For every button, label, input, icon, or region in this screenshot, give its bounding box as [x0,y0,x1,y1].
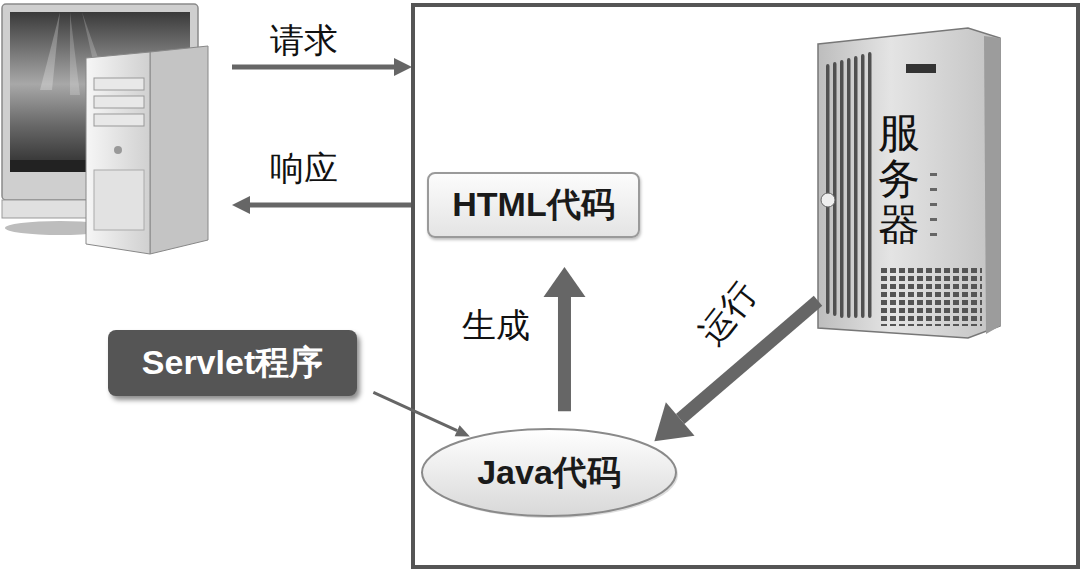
server-node: 服务器 [818,28,1000,338]
program-box: Servlet程序 [108,330,357,396]
request-arrow [232,58,412,76]
server-illustration [818,28,1000,338]
flow-arrow [373,392,457,430]
response-arrow [232,196,412,214]
arrow-label: 响应 [270,148,338,189]
flow-arrow [558,297,571,411]
ellipse-shape [422,429,676,516]
code-box: HTML代码 [427,172,640,238]
node-text: HTML代码 [452,182,614,228]
server-region [413,5,1078,567]
computer-illustration [2,4,208,254]
arrow-label: 请求 [270,20,338,61]
node-text: Servlet程序 [142,340,323,386]
edge-label: 运行 [691,273,765,352]
code-ellipse: Java代码 [418,425,680,520]
edge-label: 生成 [462,304,530,345]
node-text: Java代码 [477,450,621,496]
node-text: 服务器 [878,110,920,249]
